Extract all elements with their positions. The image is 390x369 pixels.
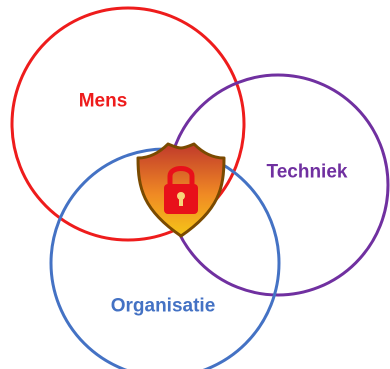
keyhole-slot bbox=[179, 197, 183, 206]
label-organisatie: Organisatie bbox=[110, 295, 216, 317]
shield-lock-icon bbox=[136, 142, 226, 238]
circle-mens bbox=[10, 6, 246, 242]
label-techniek: Techniek bbox=[266, 161, 348, 183]
lock-shackle bbox=[167, 166, 195, 189]
label-mens: Mens bbox=[78, 90, 128, 112]
